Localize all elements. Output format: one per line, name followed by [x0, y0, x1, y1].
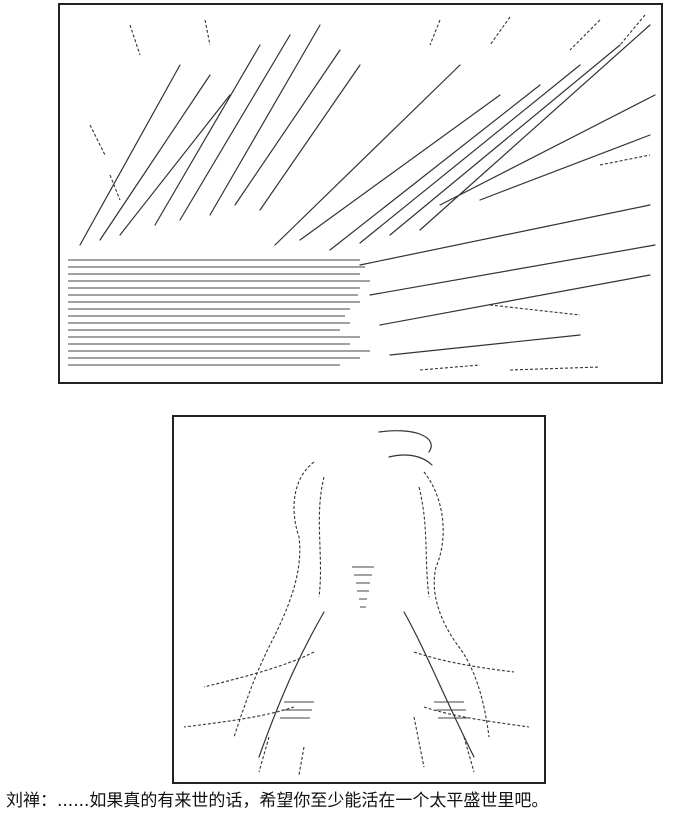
rain-streaks-art	[68, 14, 656, 371]
character-figure-art	[183, 430, 530, 776]
face-center	[352, 566, 374, 608]
horizontal-hatching	[68, 259, 370, 366]
speaker-name: 刘禅：	[6, 791, 57, 811]
streak-texture	[89, 14, 651, 371]
rain-ascii-art-panel	[58, 3, 663, 384]
dialogue-caption: 刘禅：......如果真的有来世的话，希望你至少能活在一个太平盛世里吧。	[6, 786, 696, 811]
robe-lines	[183, 611, 530, 776]
dialogue-text: ......如果真的有来世的话，希望你至少能活在一个太平盛世里吧。	[57, 791, 549, 811]
character-ascii-art-panel	[172, 415, 546, 784]
hair-outline	[233, 430, 490, 738]
diagonal-streaks	[79, 24, 656, 356]
